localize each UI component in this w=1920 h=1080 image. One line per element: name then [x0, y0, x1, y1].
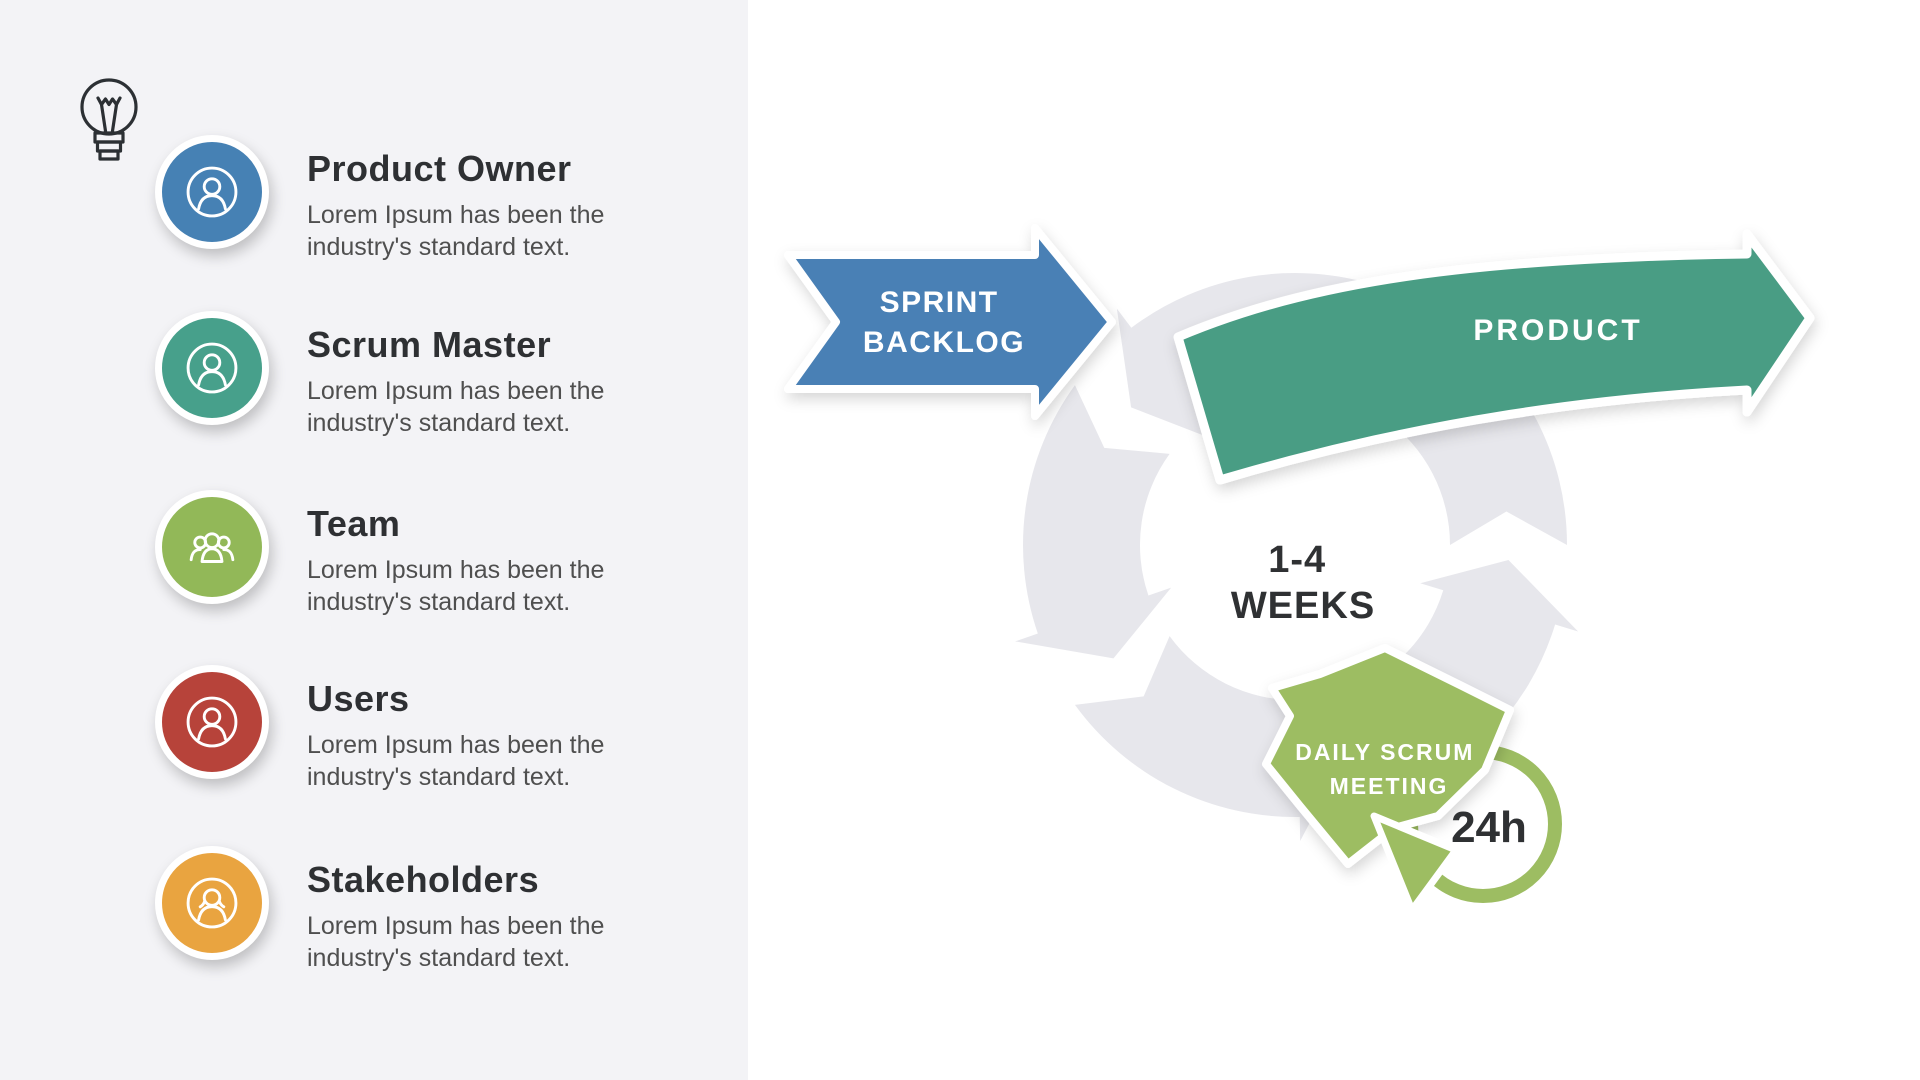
daily-scrum-blob	[1262, 644, 1514, 868]
role-row-team: Team Lorem Ipsum has been the industry's…	[155, 490, 637, 618]
lightbulb-icon	[80, 78, 138, 161]
role-title: Stakeholders	[307, 859, 540, 900]
role-text: Stakeholders Lorem Ipsum has been the in…	[307, 846, 637, 974]
role-row-stakeholders: Stakeholders Lorem Ipsum has been the in…	[155, 846, 637, 974]
sprint-backlog-label: SPRINT BACKLOG	[863, 286, 1025, 359]
role-row-product-owner: Product Owner Lorem Ipsum has been the i…	[155, 135, 637, 263]
role-description: Lorem Ipsum has been the industry's stan…	[307, 377, 605, 437]
role-description: Lorem Ipsum has been the industry's stan…	[307, 912, 605, 972]
role-title: Team	[307, 503, 401, 544]
role-title: Scrum Master	[307, 324, 552, 365]
product-label: PRODUCT	[1473, 314, 1642, 347]
sprint-backlog-arrow	[784, 224, 1116, 420]
role-badge	[155, 665, 269, 779]
scrum-cycle-diagram: PRODUCT SPRINT BACKLOG 1-4 WEEKS DAILY S…	[784, 211, 1815, 914]
role-description: Lorem Ipsum has been the industry's stan…	[307, 556, 605, 616]
role-text: Product Owner Lorem Ipsum has been the i…	[307, 135, 637, 263]
daily-interval-label: 24h	[1451, 803, 1527, 852]
daily-scrum-label: DAILY SCRUM MEETING	[1295, 739, 1483, 799]
role-description: Lorem Ipsum has been the industry's stan…	[307, 731, 605, 791]
person-icon	[186, 166, 238, 218]
roles-sidebar: Product Owner Lorem Ipsum has been the i…	[0, 0, 748, 1080]
role-badge	[155, 846, 269, 960]
role-badge	[155, 311, 269, 425]
role-row-users: Users Lorem Ipsum has been the industry'…	[155, 665, 637, 793]
role-badge	[155, 490, 269, 604]
role-badge	[155, 135, 269, 249]
role-text: Users Lorem Ipsum has been the industry'…	[307, 665, 637, 793]
cycle-duration-label: 1-4 WEEKS	[1231, 539, 1375, 627]
role-row-scrum-master: Scrum Master Lorem Ipsum has been the in…	[155, 311, 637, 439]
role-title: Product Owner	[307, 148, 572, 189]
daily-loop-arrowhead-icon	[1370, 812, 1460, 914]
person-female-icon	[186, 877, 238, 929]
role-text: Scrum Master Lorem Ipsum has been the in…	[307, 311, 637, 439]
role-text: Team Lorem Ipsum has been the industry's…	[307, 490, 637, 618]
team-icon	[189, 532, 235, 563]
role-title: Users	[307, 678, 410, 719]
role-description: Lorem Ipsum has been the industry's stan…	[307, 201, 605, 261]
person-icon	[186, 696, 238, 748]
person-icon	[186, 342, 238, 394]
product-arrow	[1173, 229, 1815, 485]
